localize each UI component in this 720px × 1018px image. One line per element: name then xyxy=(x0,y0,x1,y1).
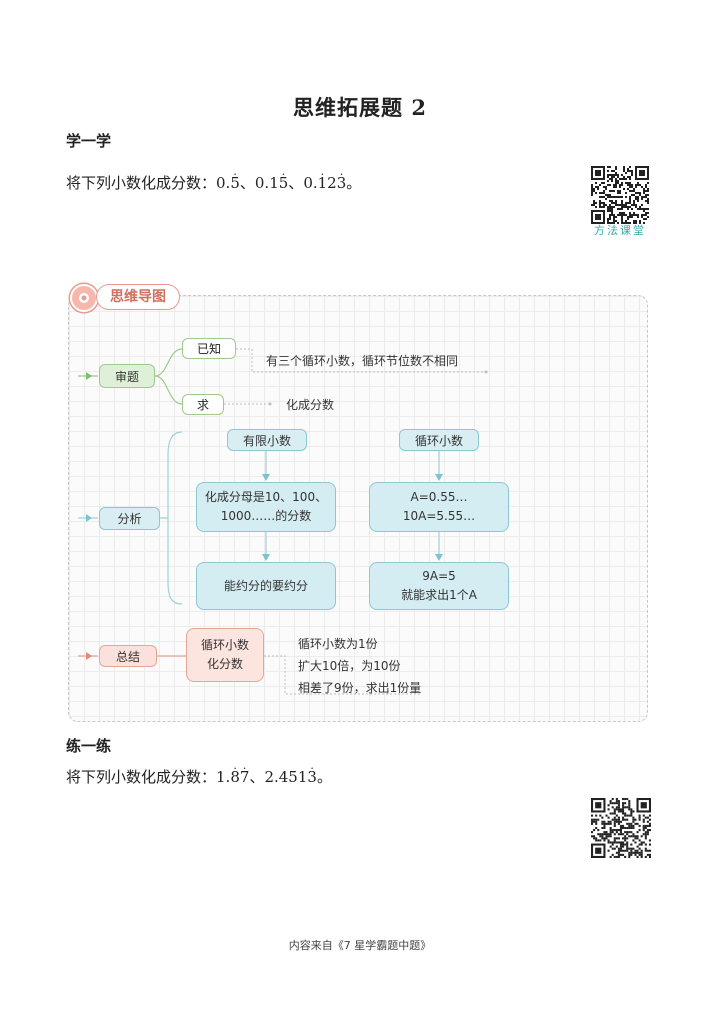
ask-text: 化成分数 xyxy=(286,398,335,412)
practice-n2-int: 2.451 xyxy=(264,768,308,786)
node-finite-decimal: 有限小数 xyxy=(227,429,307,451)
mind-map-panel xyxy=(68,295,648,722)
node-analysis: 分析 xyxy=(99,507,160,530)
summary-box: 循环小数 化分数 xyxy=(186,628,264,682)
repeat-dot: · xyxy=(242,762,247,775)
node-summary: 总结 xyxy=(99,645,157,667)
finite-step2: 能约分的要约分 xyxy=(196,562,336,610)
period: 。 xyxy=(316,768,332,786)
learn-n3-int: 0. xyxy=(303,174,318,192)
separator: 、 xyxy=(288,174,304,192)
qr-code-icon[interactable] xyxy=(591,798,651,858)
qr-label: 方法课堂 xyxy=(594,224,646,237)
section-heading-learn: 学一学 xyxy=(66,132,112,150)
repeat-dot: · xyxy=(281,168,286,181)
node-ask: 求 xyxy=(182,394,224,415)
period: 。 xyxy=(346,174,362,192)
repeat-dot: · xyxy=(233,762,237,775)
mind-map-badge-icon xyxy=(70,284,98,312)
recurring-step1: A=0.55… 10A=5.55… xyxy=(369,482,509,532)
repeat-dot: · xyxy=(339,168,344,181)
recurring-step2: 9A=5 就能求出1个A xyxy=(369,562,509,610)
repeat-dot: · xyxy=(320,168,325,181)
page-title: 思维拓展题 2 xyxy=(293,95,427,120)
mind-map-title: 思维导图 xyxy=(96,284,180,310)
node-known: 已知 xyxy=(182,338,236,359)
separator: 、 xyxy=(239,174,255,192)
learn-n1-repeat: ·5 xyxy=(230,168,240,192)
practice-problem: 将下列小数化成分数：1.·8·7、2.451·3。 xyxy=(66,762,332,787)
practice-prompt: 将下列小数化成分数： xyxy=(66,768,217,786)
node-review: 审题 xyxy=(99,364,155,388)
learn-n2-int: 0.1 xyxy=(254,174,279,192)
learn-n1-int: 0. xyxy=(216,174,231,192)
learn-n2-repeat: ·5 xyxy=(278,168,289,192)
qr-code-graphic xyxy=(591,166,649,224)
summary-text: 循环小数为1份 扩大10倍，为10份 相差了9份，求出1份量 xyxy=(298,637,422,695)
known-text: 有三个循环小数，循环节位数不相同 xyxy=(266,354,459,368)
practice-n2-repeat: ·3 xyxy=(307,762,317,786)
learn-problem: 将下列小数化成分数：0.·5、0.1·5、0.·12·3。 xyxy=(66,168,362,193)
learn-n3-repeat-start: ·1 xyxy=(317,168,328,192)
repeat-dot: · xyxy=(310,762,314,775)
practice-n1-repeat-end: ·7 xyxy=(239,762,250,786)
footer-source: 内容来自《7 星学霸题中题》 xyxy=(288,939,432,952)
learn-n3-mid: 2 xyxy=(327,174,337,192)
learn-n3-repeat-end: ·3 xyxy=(336,168,347,192)
learn-prompt: 将下列小数化成分数： xyxy=(66,174,217,192)
finite-step1: 化成分母是10、100、 1000……的分数 xyxy=(196,482,336,532)
qr-code-graphic xyxy=(591,798,651,858)
practice-n1-repeat-start: ·8 xyxy=(230,762,240,786)
separator: 、 xyxy=(249,768,265,786)
practice-n1-int: 1. xyxy=(216,768,231,786)
node-recurring-decimal: 循环小数 xyxy=(399,429,479,451)
qr-code-icon[interactable] xyxy=(591,166,649,224)
section-heading-practice: 练一练 xyxy=(66,737,112,755)
repeat-dot: · xyxy=(233,168,237,181)
